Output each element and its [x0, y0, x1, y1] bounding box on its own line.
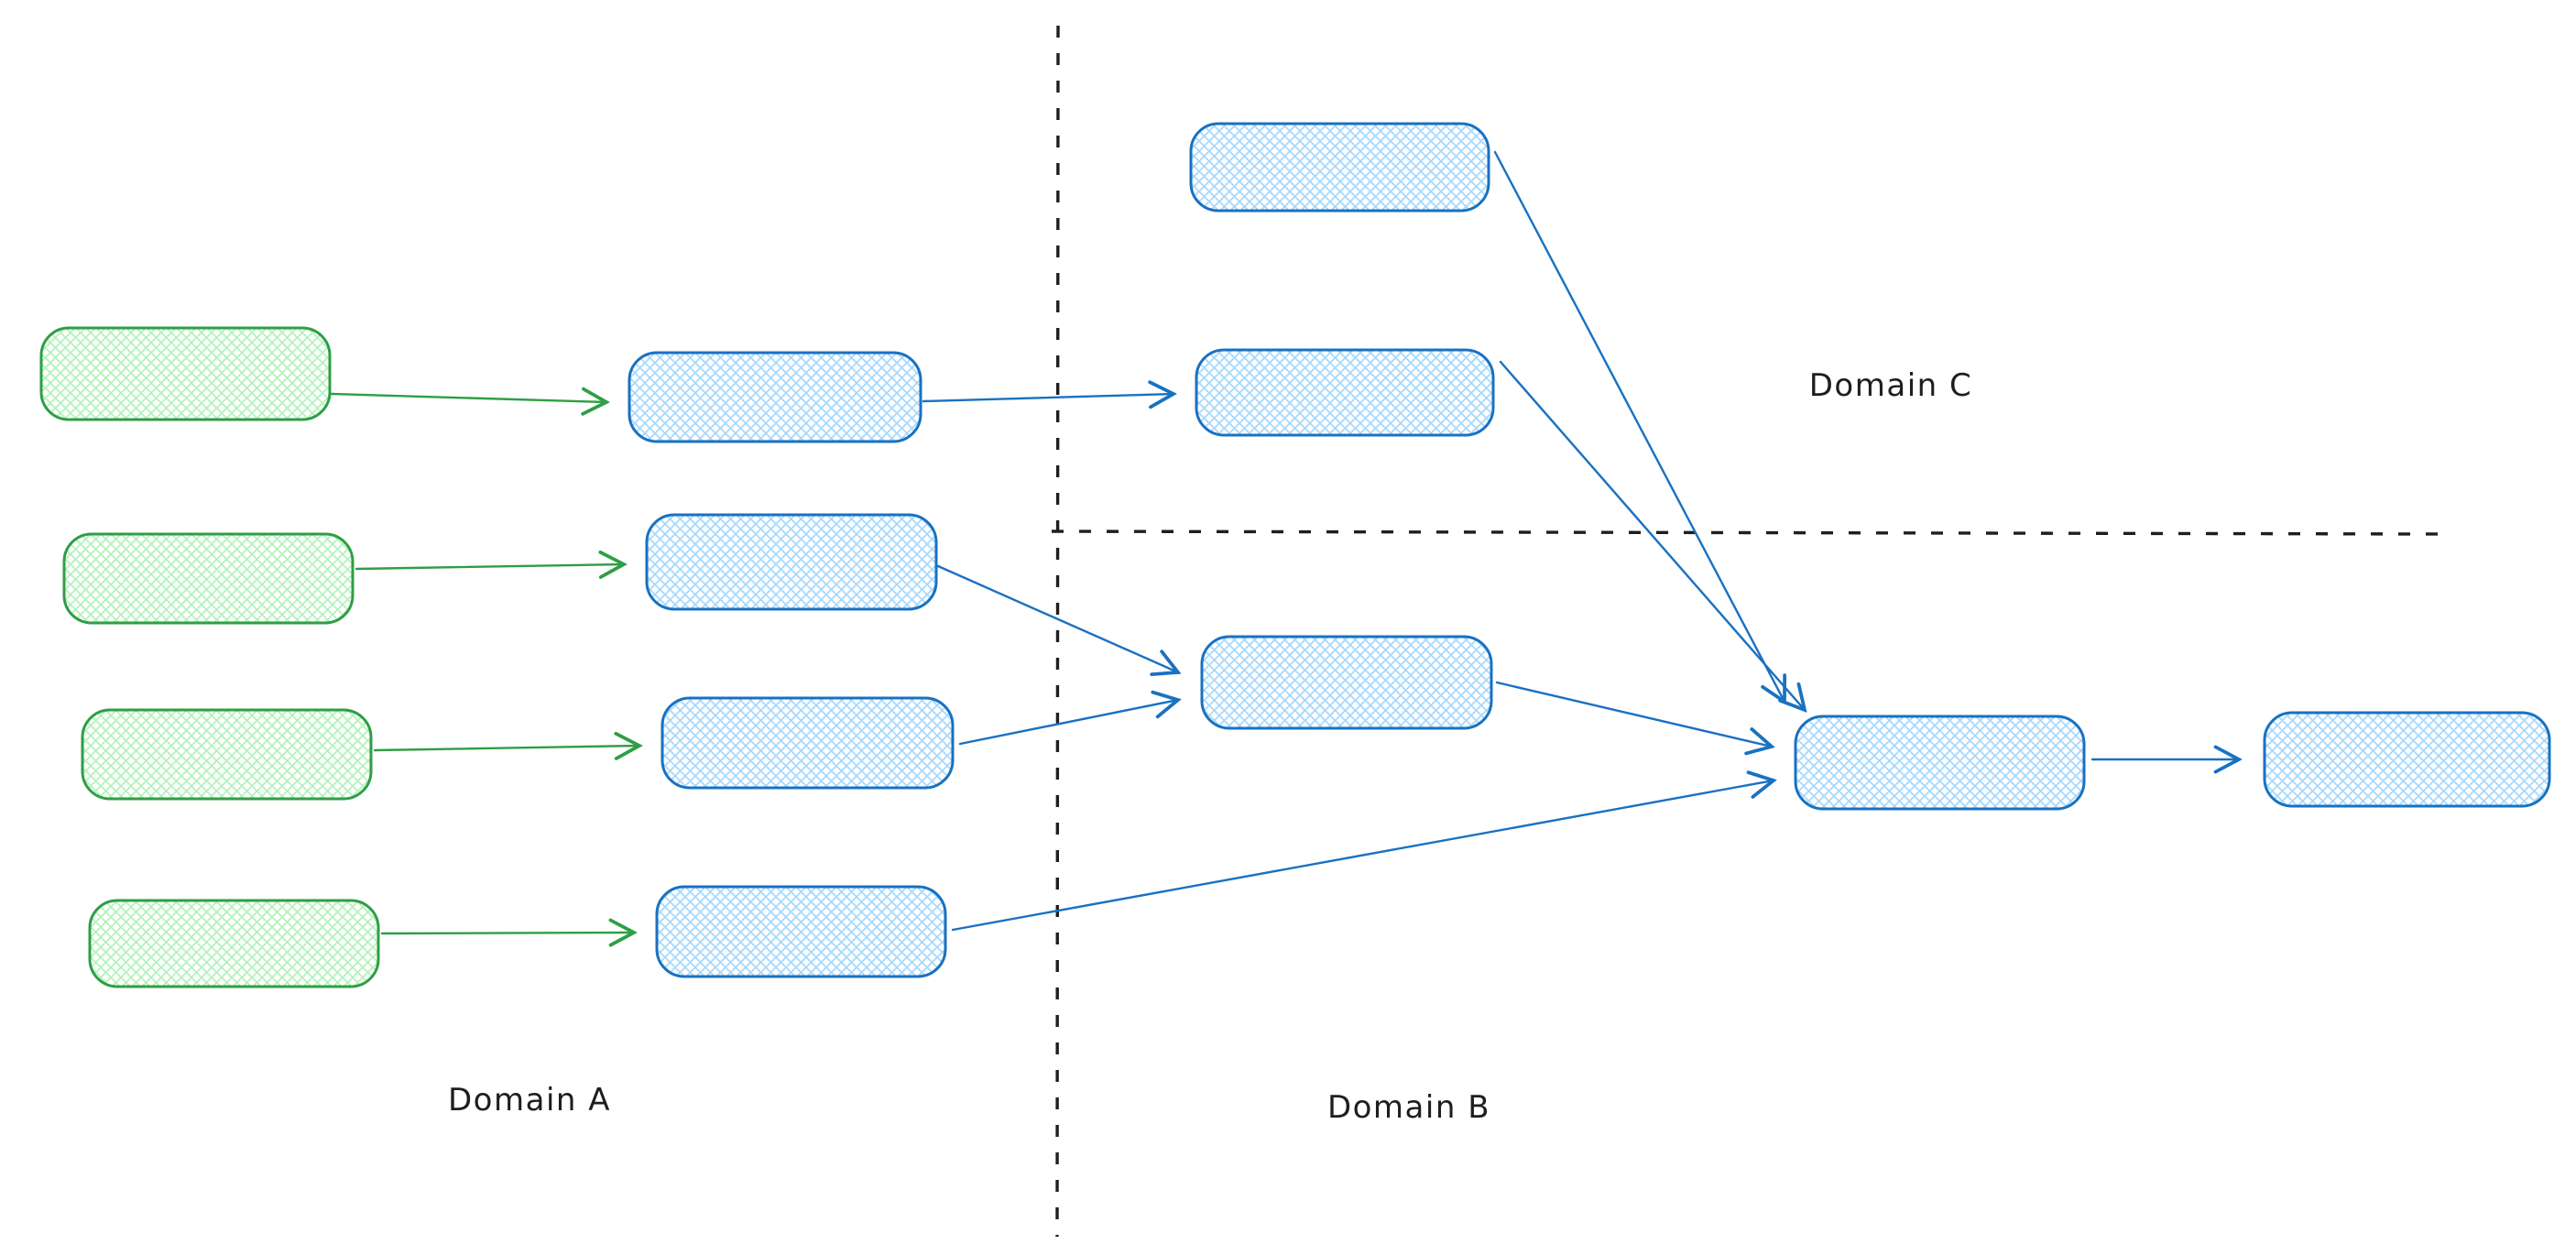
- source-box-1: [39, 326, 332, 421]
- source-box-3: [81, 708, 373, 801]
- vertical-divider: [1055, 25, 1060, 1238]
- arrow-a1-to-c2: [922, 394, 1173, 401]
- horizontal-divider: [1051, 529, 2447, 536]
- domain-a-box-1: [628, 351, 922, 443]
- arrow-c1-to-hub: [1493, 150, 1785, 702]
- domain-b-hub-box: [1794, 715, 2086, 811]
- domain-a-label: Domain A: [448, 1082, 611, 1119]
- arrow-source2-to-a2: [355, 564, 624, 569]
- arrow-a3-to-b1: [958, 700, 1178, 746]
- source-box-4: [88, 899, 380, 988]
- domain-b-label: Domain B: [1327, 1089, 1490, 1126]
- arrow-a2-to-b1: [936, 564, 1178, 672]
- domain-a-box-2: [645, 513, 938, 611]
- arrow-source3-to-a3: [373, 746, 639, 750]
- domain-c-box-1: [1189, 122, 1490, 213]
- domain-b-output-box: [2263, 711, 2551, 808]
- domain-a-box-3: [660, 696, 955, 790]
- domain-c-label: Domain C: [1809, 367, 1972, 404]
- arrow-c2-to-hub: [1499, 360, 1805, 710]
- domain-a-box-4: [655, 885, 947, 978]
- arrow-b1-to-hub: [1495, 681, 1772, 747]
- arrow-source1-to-a1: [330, 394, 606, 402]
- arrow-a4-to-hub: [951, 780, 1774, 932]
- domain-c-box-2: [1195, 348, 1495, 437]
- source-box-2: [62, 532, 355, 625]
- domain-b-box-1: [1200, 635, 1493, 730]
